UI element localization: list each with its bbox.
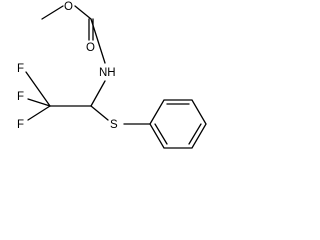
ester-oxygen-label: O <box>64 1 73 13</box>
bond-n-ch <box>90 80 106 107</box>
bond-o-carbonyl-c <box>74 5 92 20</box>
fluorine-label-2: F <box>17 91 24 103</box>
phenyl-double-bond-2 <box>188 123 202 145</box>
structure-canvas: O O NH F F F S <box>17 1 207 149</box>
fluorine-label-3: F <box>17 119 24 131</box>
bond-carbonyl-n <box>90 18 106 64</box>
fluorine-label-1: F <box>17 63 24 75</box>
sulfur-label: S <box>110 119 118 131</box>
bond-methyl-o <box>41 5 64 20</box>
bond-ch-s <box>90 105 109 121</box>
bond-c-f1 <box>25 71 51 107</box>
molecule-diagram: O O NH F F F S <box>17 1 207 149</box>
carbonyl-oxygen-label: O <box>86 42 95 54</box>
phenyl-ring <box>149 99 207 149</box>
bond-c-f3 <box>27 105 51 121</box>
bond-c-f2 <box>27 98 51 107</box>
nitrogen-label: NH <box>99 67 116 79</box>
phenyl-double-bond-3 <box>154 123 168 145</box>
